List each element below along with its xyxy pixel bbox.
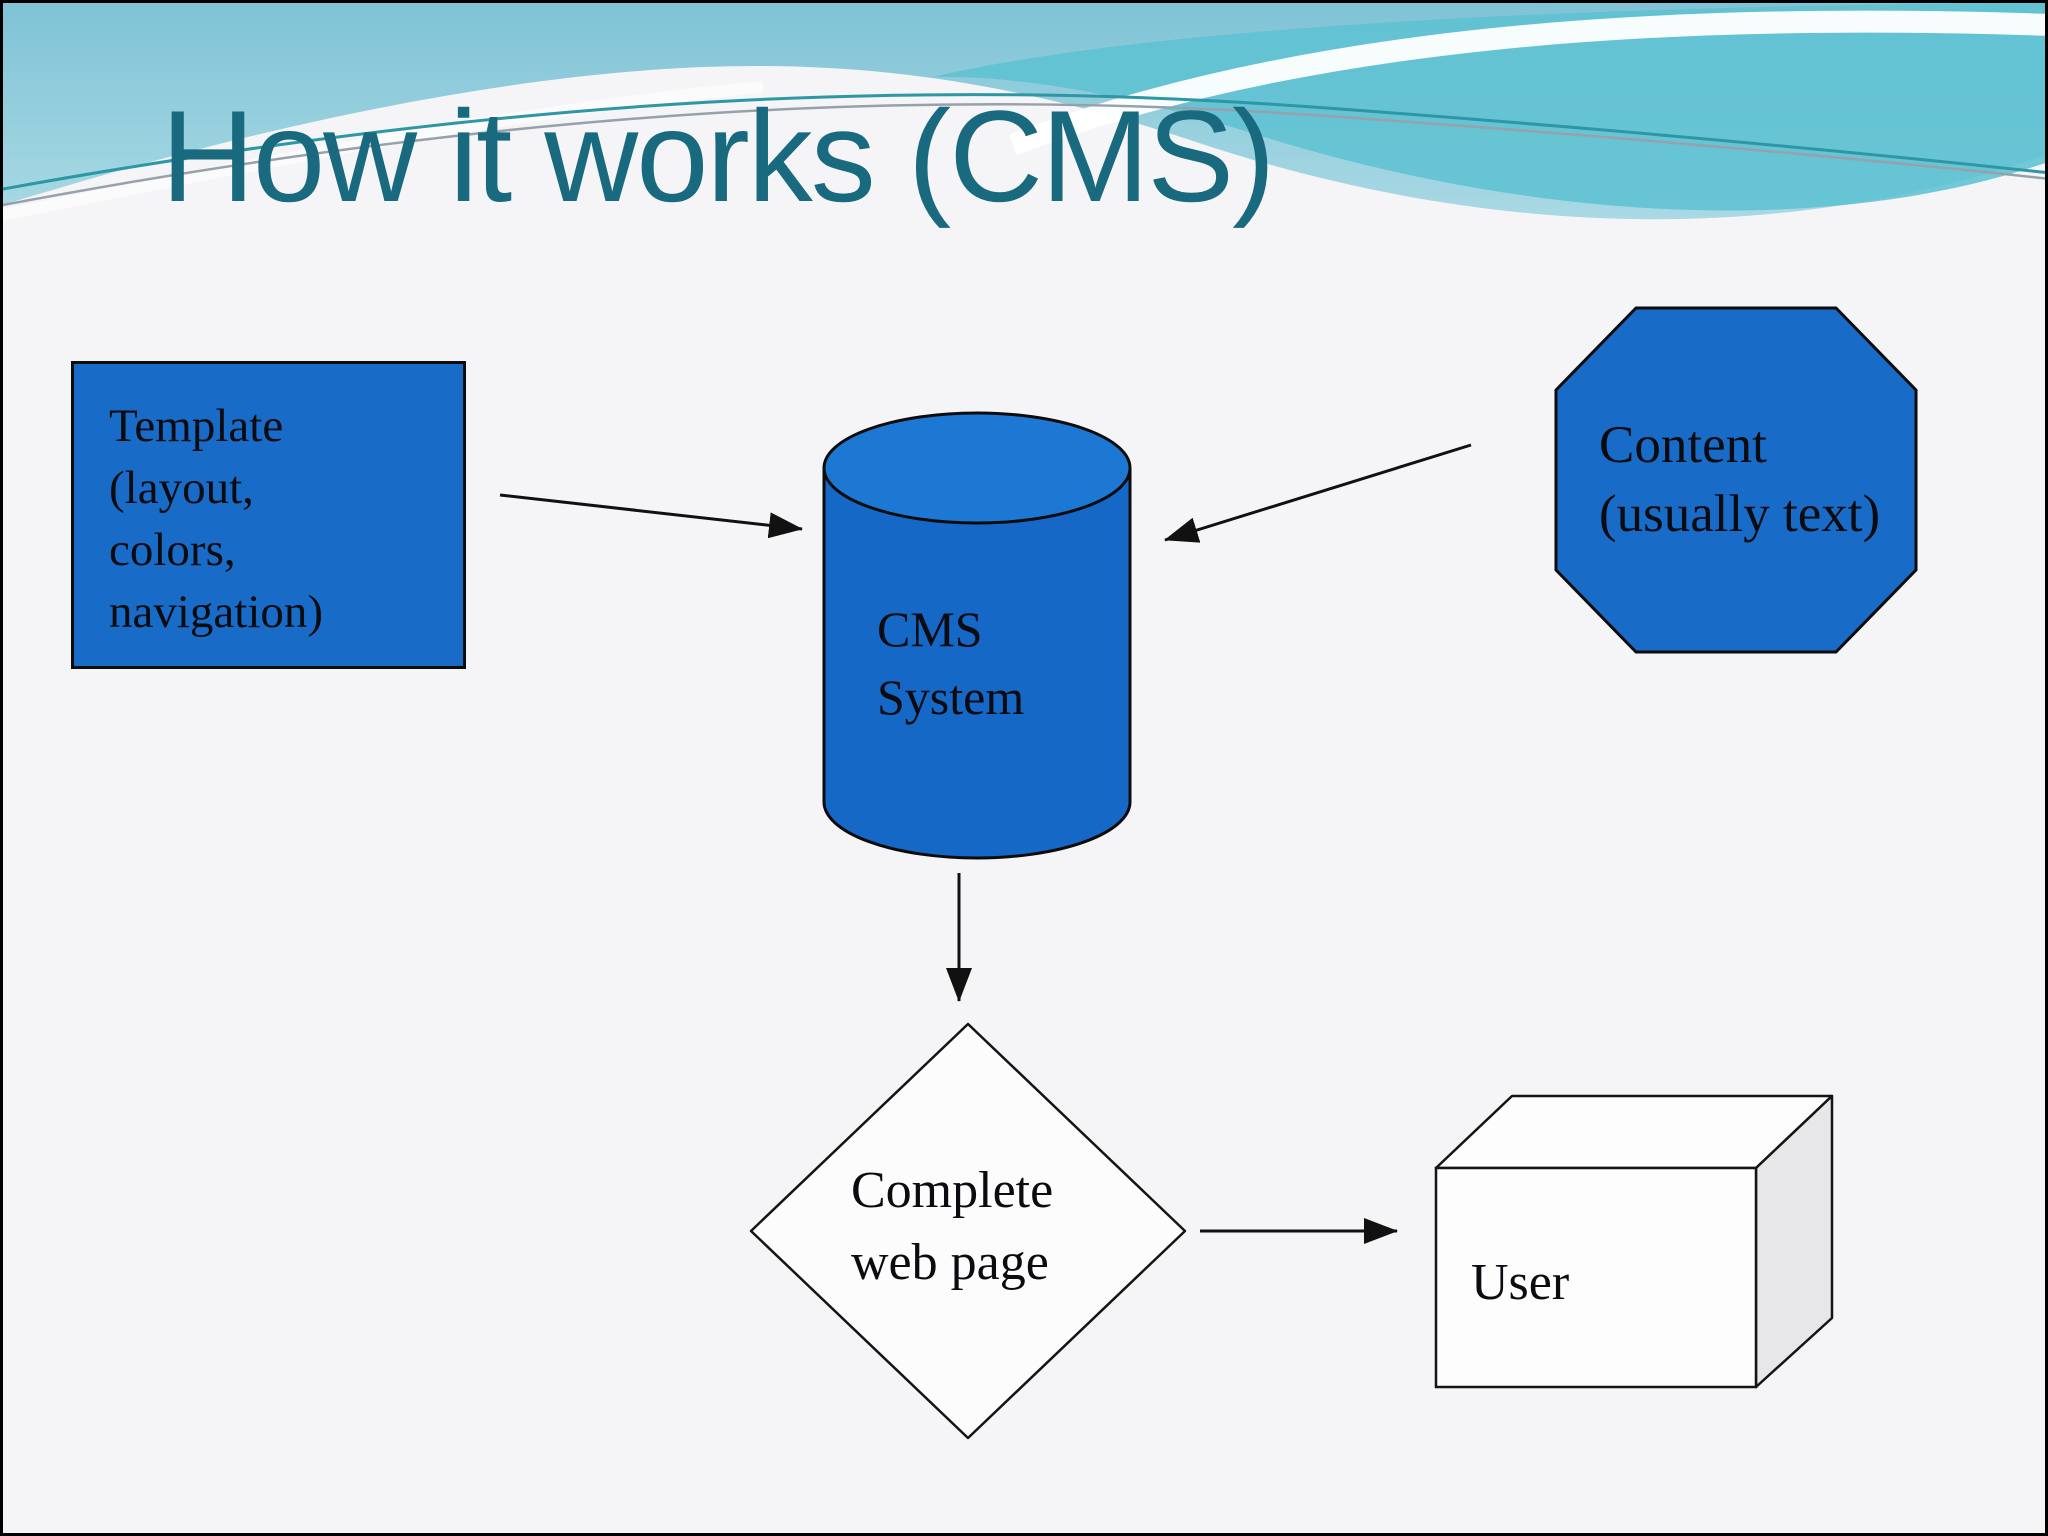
node-webpage-label: Complete web page bbox=[851, 1162, 1054, 1291]
wave-white-streak-2 bbox=[3, 81, 764, 221]
arrow-content-to-cms bbox=[1164, 443, 1472, 543]
wave-white-streak bbox=[1009, 10, 2045, 156]
wave-header-graphic bbox=[3, 3, 2045, 221]
cylinder-body bbox=[822, 468, 1132, 860]
node-template-rectangle bbox=[71, 361, 466, 669]
accent-line-teal bbox=[3, 93, 2045, 191]
node-content-octagon bbox=[1554, 306, 1918, 654]
node-content-label: Content (usually text) bbox=[1599, 416, 1881, 543]
node-cms-label: CMS System bbox=[877, 601, 1025, 725]
accent-line-gray bbox=[3, 103, 2045, 207]
node-user-label: User bbox=[1471, 1254, 1570, 1311]
wave-teal-shape bbox=[933, 3, 2045, 211]
cube-front-face bbox=[1434, 1166, 1758, 1389]
node-webpage-diamond bbox=[749, 1022, 1187, 1440]
octagon-shape bbox=[1554, 306, 1918, 654]
arrow-template-to-cms bbox=[499, 493, 803, 539]
diamond-shape bbox=[749, 1022, 1187, 1440]
cylinder-top bbox=[822, 411, 1132, 525]
slide-title: How it works (CMS) bbox=[161, 83, 1275, 229]
node-user-cube bbox=[1434, 1094, 1834, 1389]
node-template-label: Template (layout, colors, navigation) bbox=[109, 400, 324, 639]
node-cms-cylinder bbox=[822, 411, 1132, 860]
